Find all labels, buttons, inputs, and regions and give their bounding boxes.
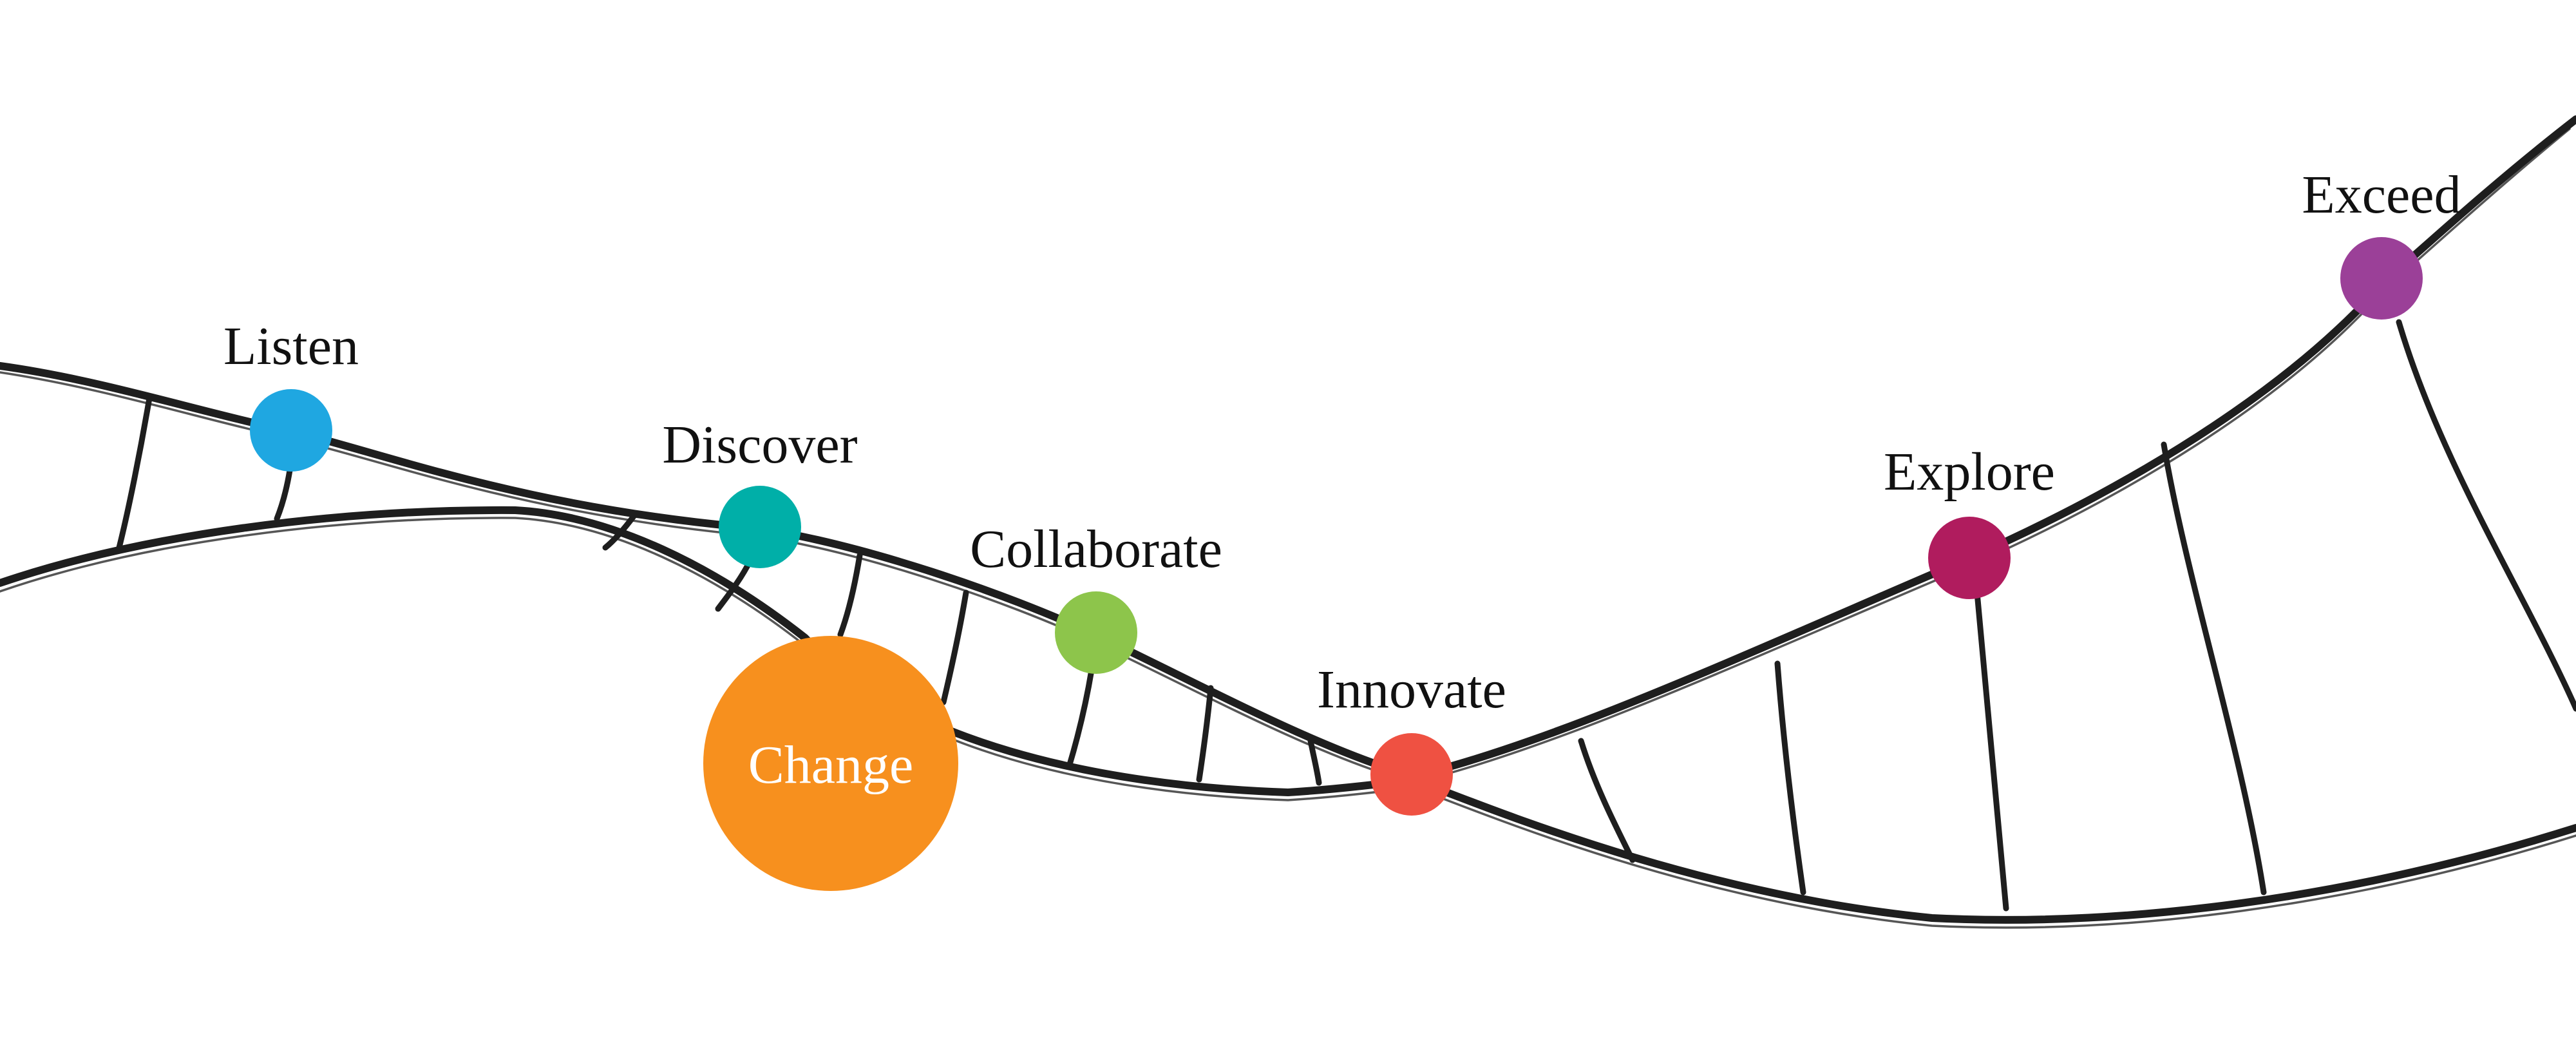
helix-rungs xyxy=(116,319,2576,912)
node-dot-exceed xyxy=(2340,237,2423,320)
helix-rung xyxy=(940,589,969,705)
helix-rung xyxy=(1974,589,2009,912)
helix-rung xyxy=(1578,738,1636,863)
helix-rung xyxy=(837,552,863,638)
node-explore: Explore xyxy=(1884,442,2055,599)
helix-rung xyxy=(1307,738,1322,786)
node-collaborate: Collaborate xyxy=(970,519,1222,674)
helix-strand-primary-texture xyxy=(0,128,2571,784)
helix-rung xyxy=(602,512,638,551)
change-label: Change xyxy=(748,735,914,795)
helix-rung xyxy=(116,395,153,551)
node-label-innovate: Innovate xyxy=(1317,660,1506,720)
node-dot-discover xyxy=(719,486,801,568)
node-dot-collaborate xyxy=(1055,591,1137,674)
node-label-discover: Discover xyxy=(662,415,857,475)
helix-strand-secondary-texture xyxy=(0,517,2576,929)
helix-strand-primary xyxy=(0,115,2576,780)
helix-rung xyxy=(1066,667,1095,770)
node-dot-innovate xyxy=(1370,733,1453,816)
helix-rung xyxy=(2396,319,2576,712)
helix-rung xyxy=(1196,685,1214,783)
node-exceed: Exceed xyxy=(2302,165,2461,320)
helix-strand-secondary xyxy=(0,506,2576,924)
helix-rung xyxy=(274,467,293,522)
node-label-collaborate: Collaborate xyxy=(970,519,1222,579)
helix-rung xyxy=(2161,441,2267,895)
node-discover: Discover xyxy=(662,415,858,568)
node-innovate: Innovate xyxy=(1317,660,1506,816)
helix-strands xyxy=(0,115,2576,929)
milestone-nodes: Listen Discover Collaborate Innovate Exp… xyxy=(223,165,2461,816)
node-dot-listen xyxy=(250,389,332,472)
node-dot-explore xyxy=(1928,517,2011,599)
node-label-explore: Explore xyxy=(1884,442,2055,502)
change-circle xyxy=(703,636,958,891)
node-label-exceed: Exceed xyxy=(2302,165,2461,225)
node-listen: Listen xyxy=(223,316,359,472)
node-label-listen: Listen xyxy=(223,316,359,376)
helix-rung xyxy=(1774,660,1806,895)
change-node: Change xyxy=(703,636,958,891)
